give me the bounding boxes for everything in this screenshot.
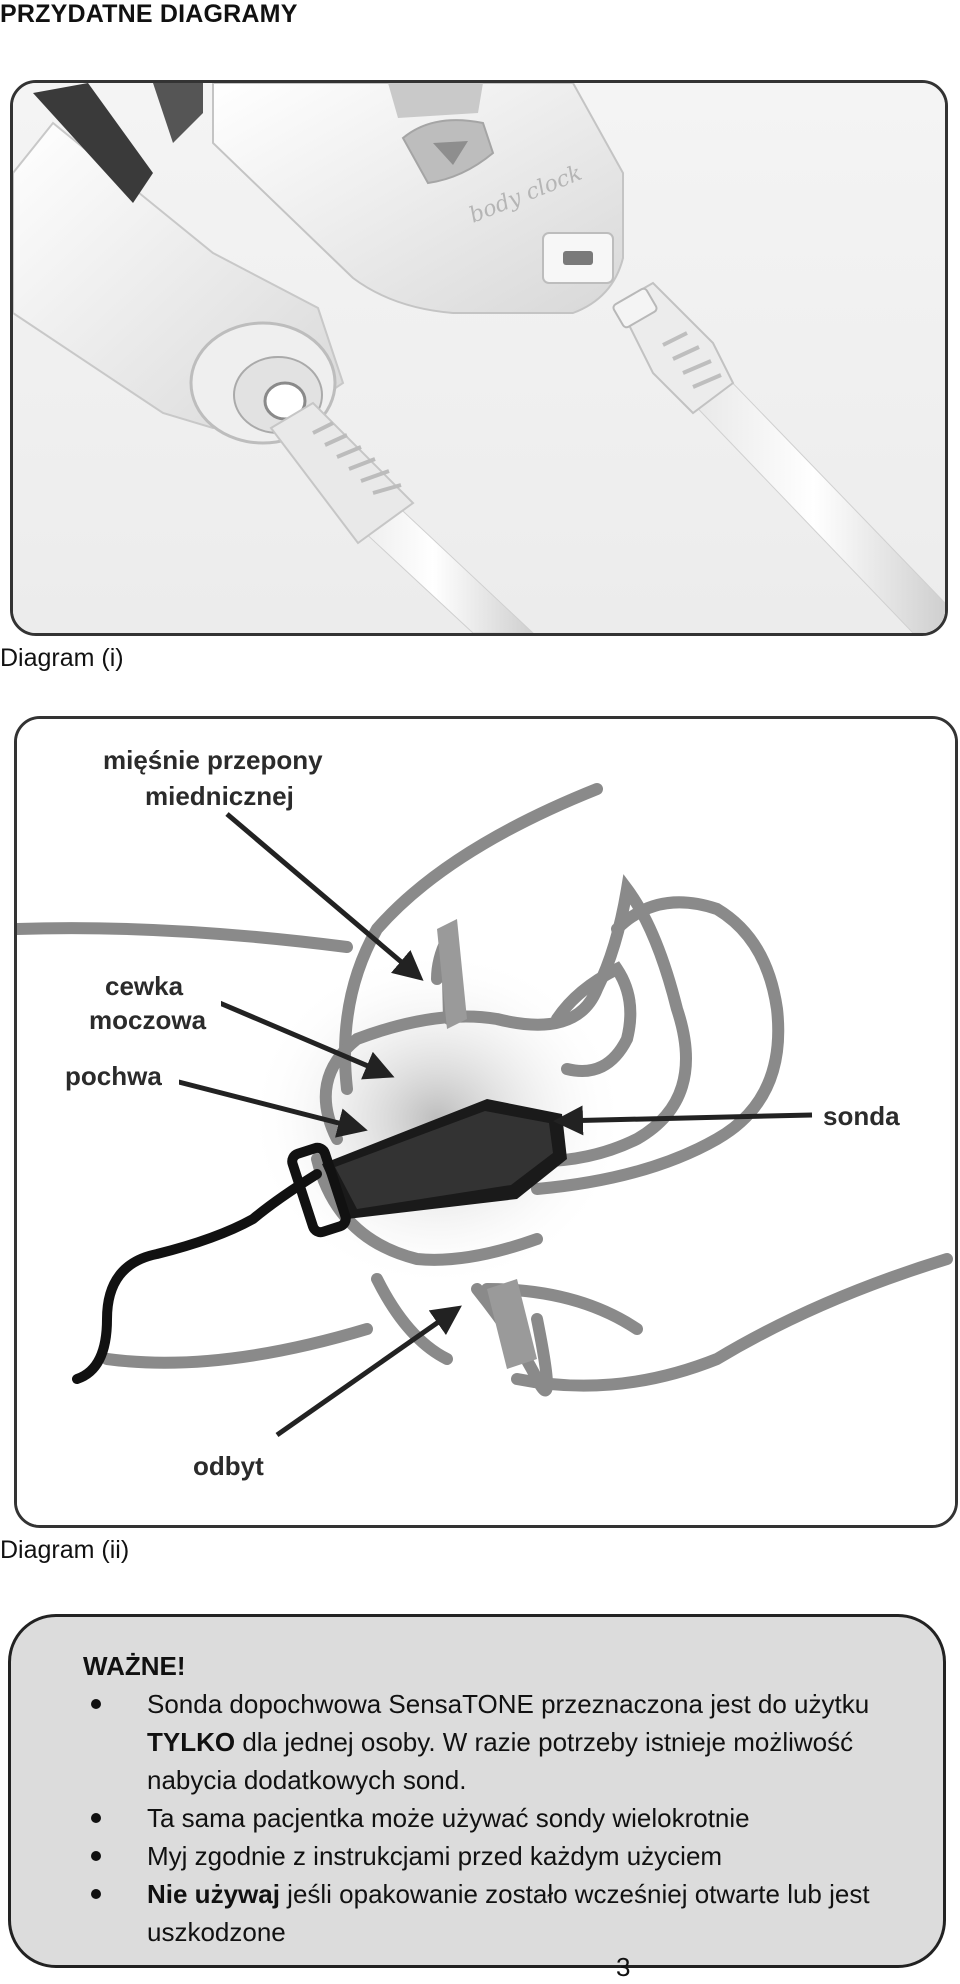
anatomy-labels: mięśnie przepony miednicznej cewka moczo… xyxy=(61,745,909,1481)
diagram-device-photo: body clock xyxy=(10,80,948,636)
label-pelvic-floor-line2: miednicznej xyxy=(145,781,294,811)
diagram-anatomy: mięśnie przepony miednicznej cewka moczo… xyxy=(14,716,958,1528)
page-number: 3 xyxy=(616,1952,631,1980)
label-probe: sonda xyxy=(823,1101,900,1131)
notice-item-text: dla jednej osoby. W razie potrzeby istni… xyxy=(147,1727,854,1795)
notice-item-text: Ta sama pacjentka może używać sondy wiel… xyxy=(147,1803,750,1833)
probe-handle xyxy=(13,83,345,445)
pelvic-muscle-fill xyxy=(437,919,537,1369)
notice-item-single-user: Sonda dopochwowa SensaTONE przeznaczona … xyxy=(77,1685,903,1799)
notice-item-reuse: Ta sama pacjentka może używać sondy wiel… xyxy=(77,1799,903,1837)
probe-shape xyxy=(72,1099,567,1384)
anatomy-illustration: mięśnie przepony miednicznej cewka moczo… xyxy=(17,719,955,1525)
notice-item-text: Myj zgodnie z instrukcjami przed każdym … xyxy=(147,1841,723,1871)
diagram-caption-2: Diagram (ii) xyxy=(0,1536,130,1564)
diagram-caption-1: Diagram (i) xyxy=(0,644,124,672)
important-notice: WAŻNE! Sonda dopochwowa SensaTONE przezn… xyxy=(8,1614,946,1968)
unit-cable-connector xyxy=(612,281,945,633)
notice-item-wash: Myj zgodnie z instrukcjami przed każdym … xyxy=(77,1837,903,1875)
pelvic-anatomy xyxy=(17,783,953,1397)
notice-item-text: jeśli opakowanie zostało wcześniej otwar… xyxy=(147,1879,870,1947)
control-unit: body clock xyxy=(212,83,624,314)
label-arrows xyxy=(166,812,813,1438)
label-pelvic-floor-line1: mięśnie przepony xyxy=(103,745,323,775)
notice-item-emphasis: Nie używaj xyxy=(147,1879,280,1909)
label-urethra-line1: cewka xyxy=(105,971,184,1001)
probe-cable-connector xyxy=(269,401,534,633)
label-vagina: pochwa xyxy=(65,1061,162,1091)
notice-title: WAŻNE! xyxy=(83,1651,186,1681)
label-anus: odbyt xyxy=(193,1451,264,1481)
notice-item-text: Sonda dopochwowa SensaTONE przeznaczona … xyxy=(147,1689,870,1719)
device-illustration: body clock xyxy=(13,83,945,633)
notice-list: Sonda dopochwowa SensaTONE przeznaczona … xyxy=(77,1685,903,1951)
notice-item-emphasis: TYLKO xyxy=(147,1727,236,1757)
label-urethra-line2: moczowa xyxy=(89,1005,207,1035)
notice-item-damaged: Nie używaj jeśli opakowanie zostało wcze… xyxy=(77,1875,903,1951)
page-heading: PRZYDATNE DIAGRAMY xyxy=(0,0,298,28)
